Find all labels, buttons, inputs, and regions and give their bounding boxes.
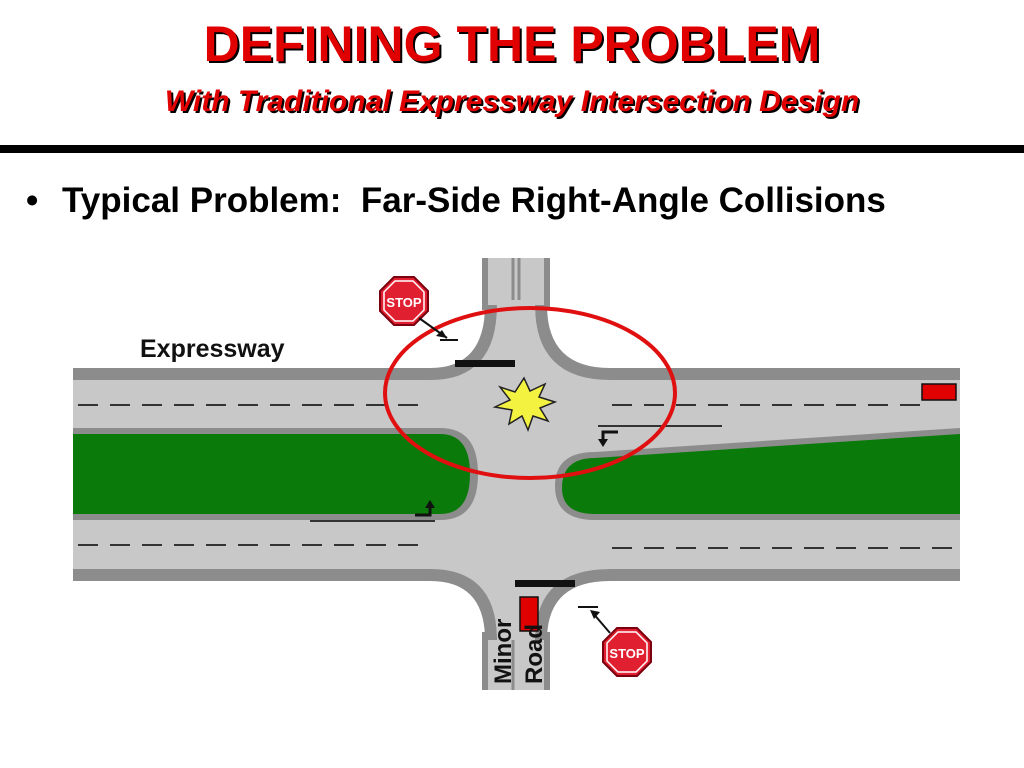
expressway-label: Expressway <box>140 335 285 363</box>
stop-sign-bottom-pointer <box>578 606 611 634</box>
slide-subtitle: With Traditional Expressway Intersection… <box>164 85 860 118</box>
median-left <box>73 428 478 520</box>
stop-sign-top: STOP <box>379 276 429 326</box>
stop-sign-top-text: STOP <box>386 295 421 310</box>
minor-road-label-line1: Minor <box>490 619 517 684</box>
bullet-item: • Typical Problem: Far-Side Right-Angle C… <box>26 178 886 224</box>
stop-sign-top-pointer <box>418 317 458 341</box>
vehicle-minor-road <box>519 596 539 632</box>
bullet-text: Typical Problem: Far-Side Right-Angle Co… <box>62 181 886 220</box>
bullet-icon: • <box>26 181 39 220</box>
median-right <box>555 428 960 520</box>
stop-sign-bottom-text: STOP <box>609 646 644 661</box>
stop-sign-bottom: STOP <box>602 627 652 677</box>
collision-zone-highlight <box>383 306 677 480</box>
collision-burst-icon <box>492 376 558 433</box>
slide-title: DEFINING THE PROBLEM <box>203 16 821 72</box>
stop-bar-north <box>455 360 515 367</box>
turn-lane-markings <box>310 425 722 522</box>
vehicle-expressway <box>921 383 957 401</box>
left-turn-arrow-icon-2 <box>598 430 618 447</box>
title-divider <box>0 145 1024 153</box>
stop-bar-south <box>515 580 575 587</box>
left-turn-arrow-icon <box>415 500 435 517</box>
minor-road-label-line2: Road <box>521 624 548 684</box>
